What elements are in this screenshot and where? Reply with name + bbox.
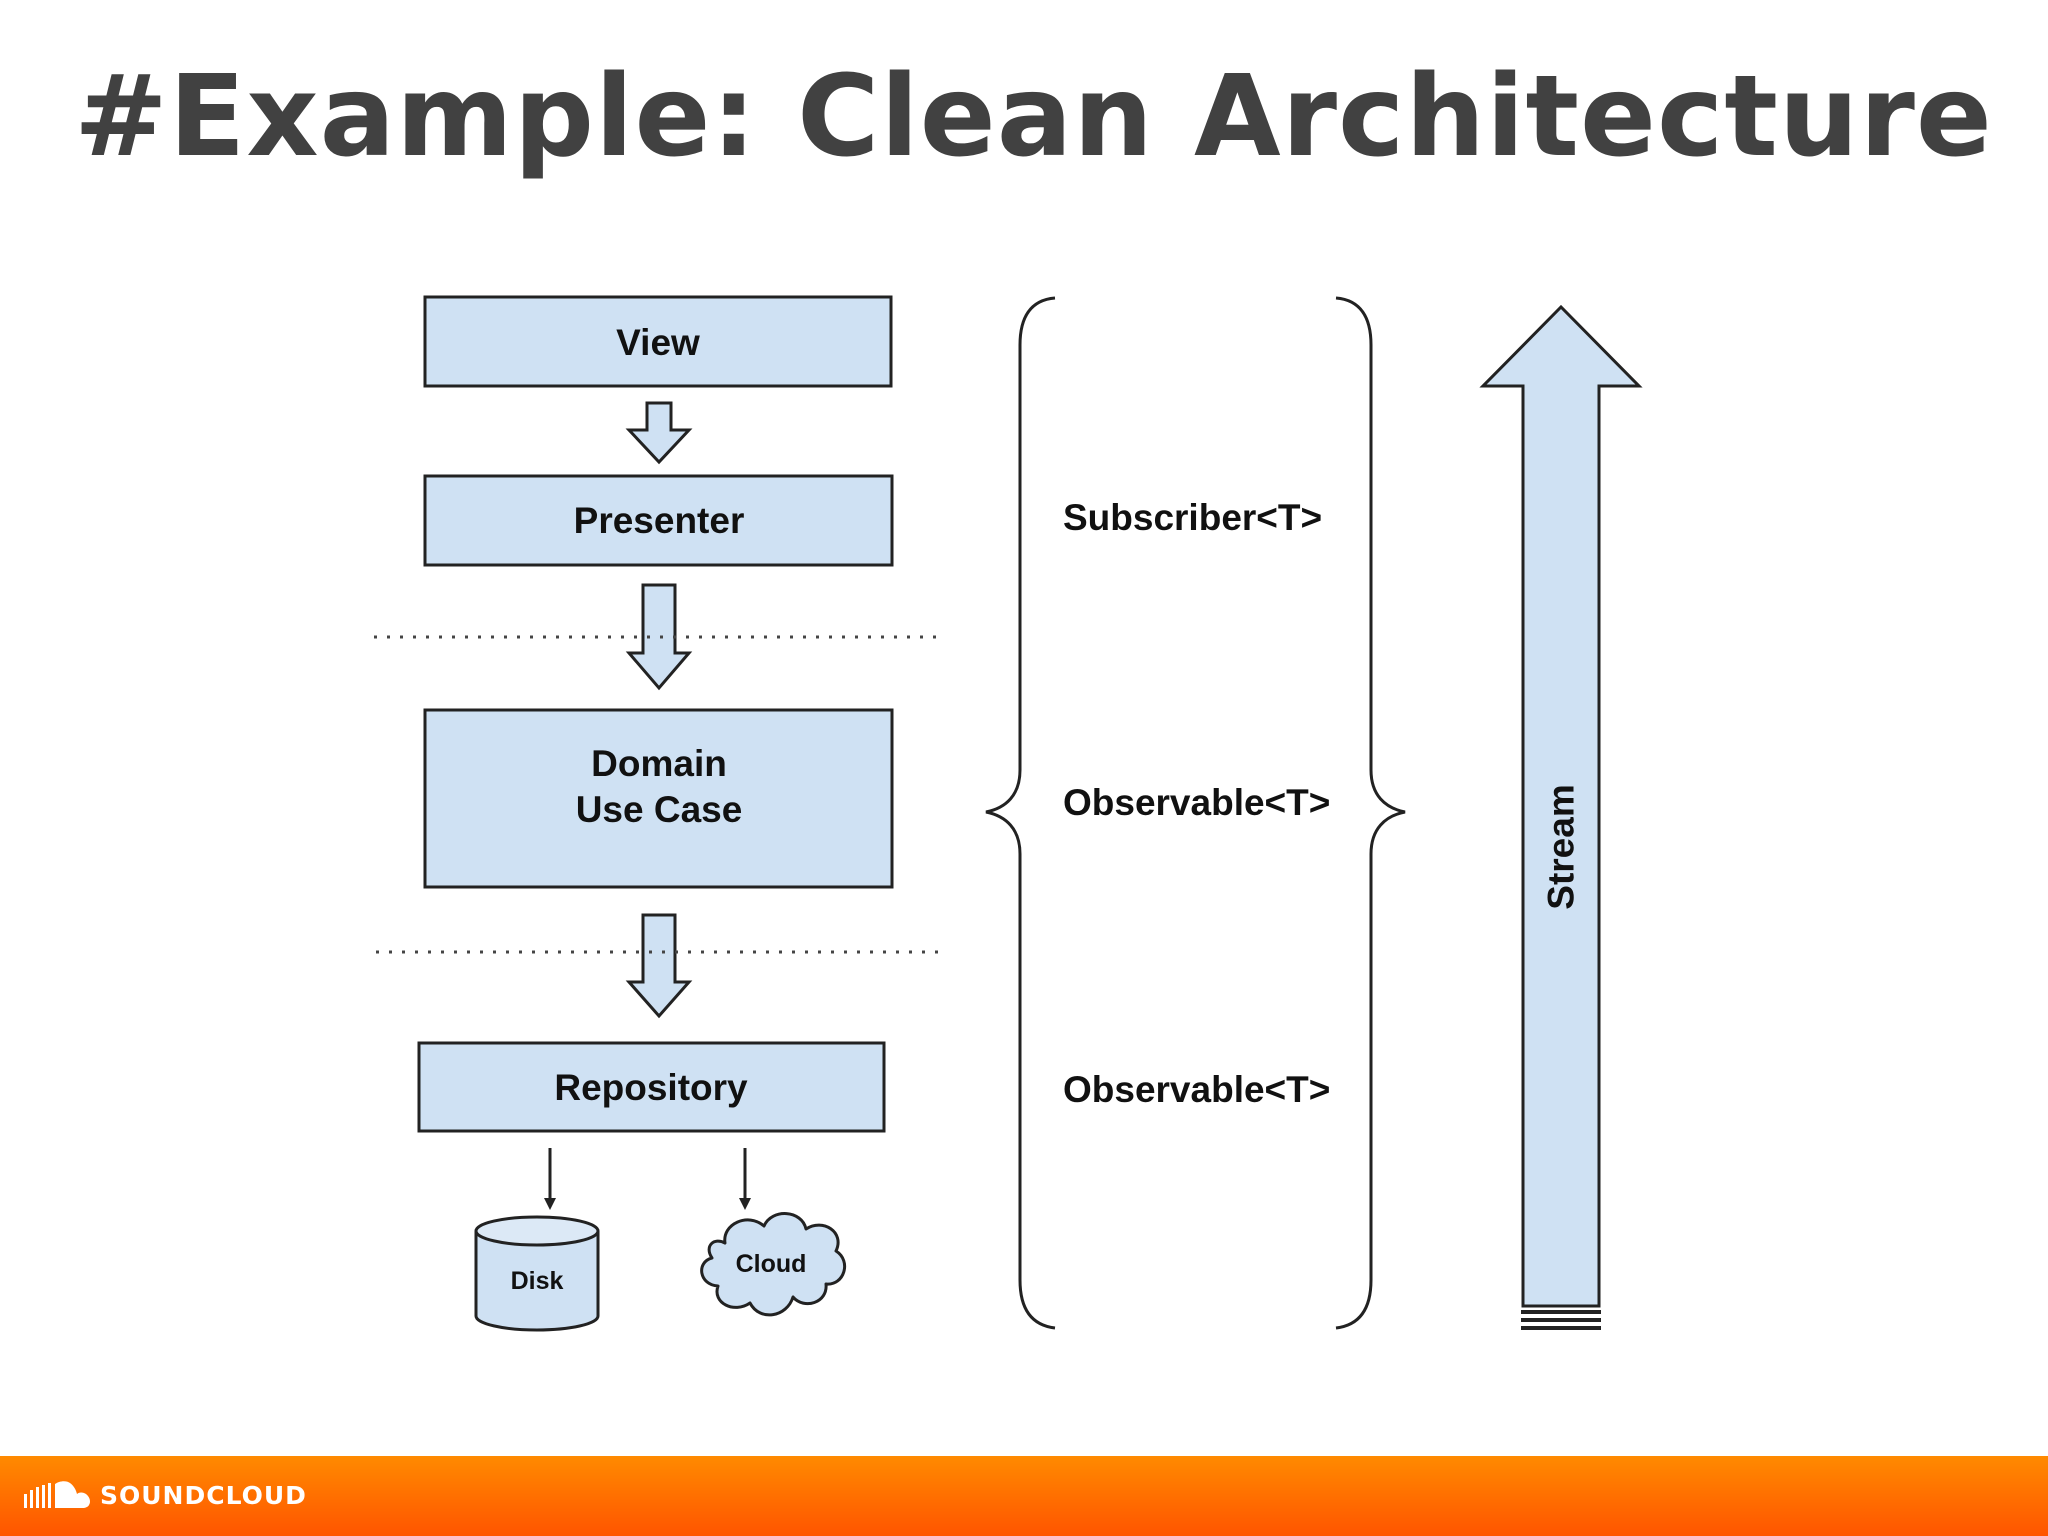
disk-icon [474,1215,600,1332]
stream-arrow [1479,304,1643,1330]
disk-label: Disk [511,1267,564,1295]
down-arrow-presenter-to-domain [625,583,693,691]
soundcloud-logo-icon [24,1481,90,1508]
clean-architecture-diagram: View Presenter Domain Use Case Repositor… [374,295,1643,1332]
type-label-subscriber: Subscriber<T> [1063,497,1322,538]
footer-brand: SOUNDCLOUD [100,1481,307,1510]
cloud-label: Cloud [736,1250,807,1278]
repository-label: Repository [554,1067,748,1108]
left-curly-brace [985,296,1056,1330]
domain-label-line-1: Domain [591,743,727,784]
down-arrow-view-to-presenter [625,401,693,465]
presenter-label: Presenter [574,500,745,541]
layer-presenter: Presenter [423,474,894,567]
presenter-box [423,474,894,567]
type-label-observable-domain: Observable<T> [1063,782,1330,823]
view-label: View [616,322,700,363]
layer-domain-use-case: Domain Use Case [423,708,894,889]
repository-box [417,1041,886,1133]
footer-bar: SOUNDCLOUD [0,1456,2048,1536]
stream-label: Stream [1541,784,1582,909]
cloud-icon [700,1212,847,1317]
domain-label-line-2: Use Case [576,789,743,830]
down-arrow-domain-to-repository [625,913,693,1019]
slide-title: #Example: Clean Architecture [74,52,1993,182]
domain-use-case-box [423,708,894,889]
type-label-observable-repository: Observable<T> [1063,1069,1330,1110]
view-box [423,295,893,388]
layer-view: View [423,295,893,388]
right-curly-brace [1335,296,1406,1330]
layer-repository: Repository [417,1041,886,1133]
